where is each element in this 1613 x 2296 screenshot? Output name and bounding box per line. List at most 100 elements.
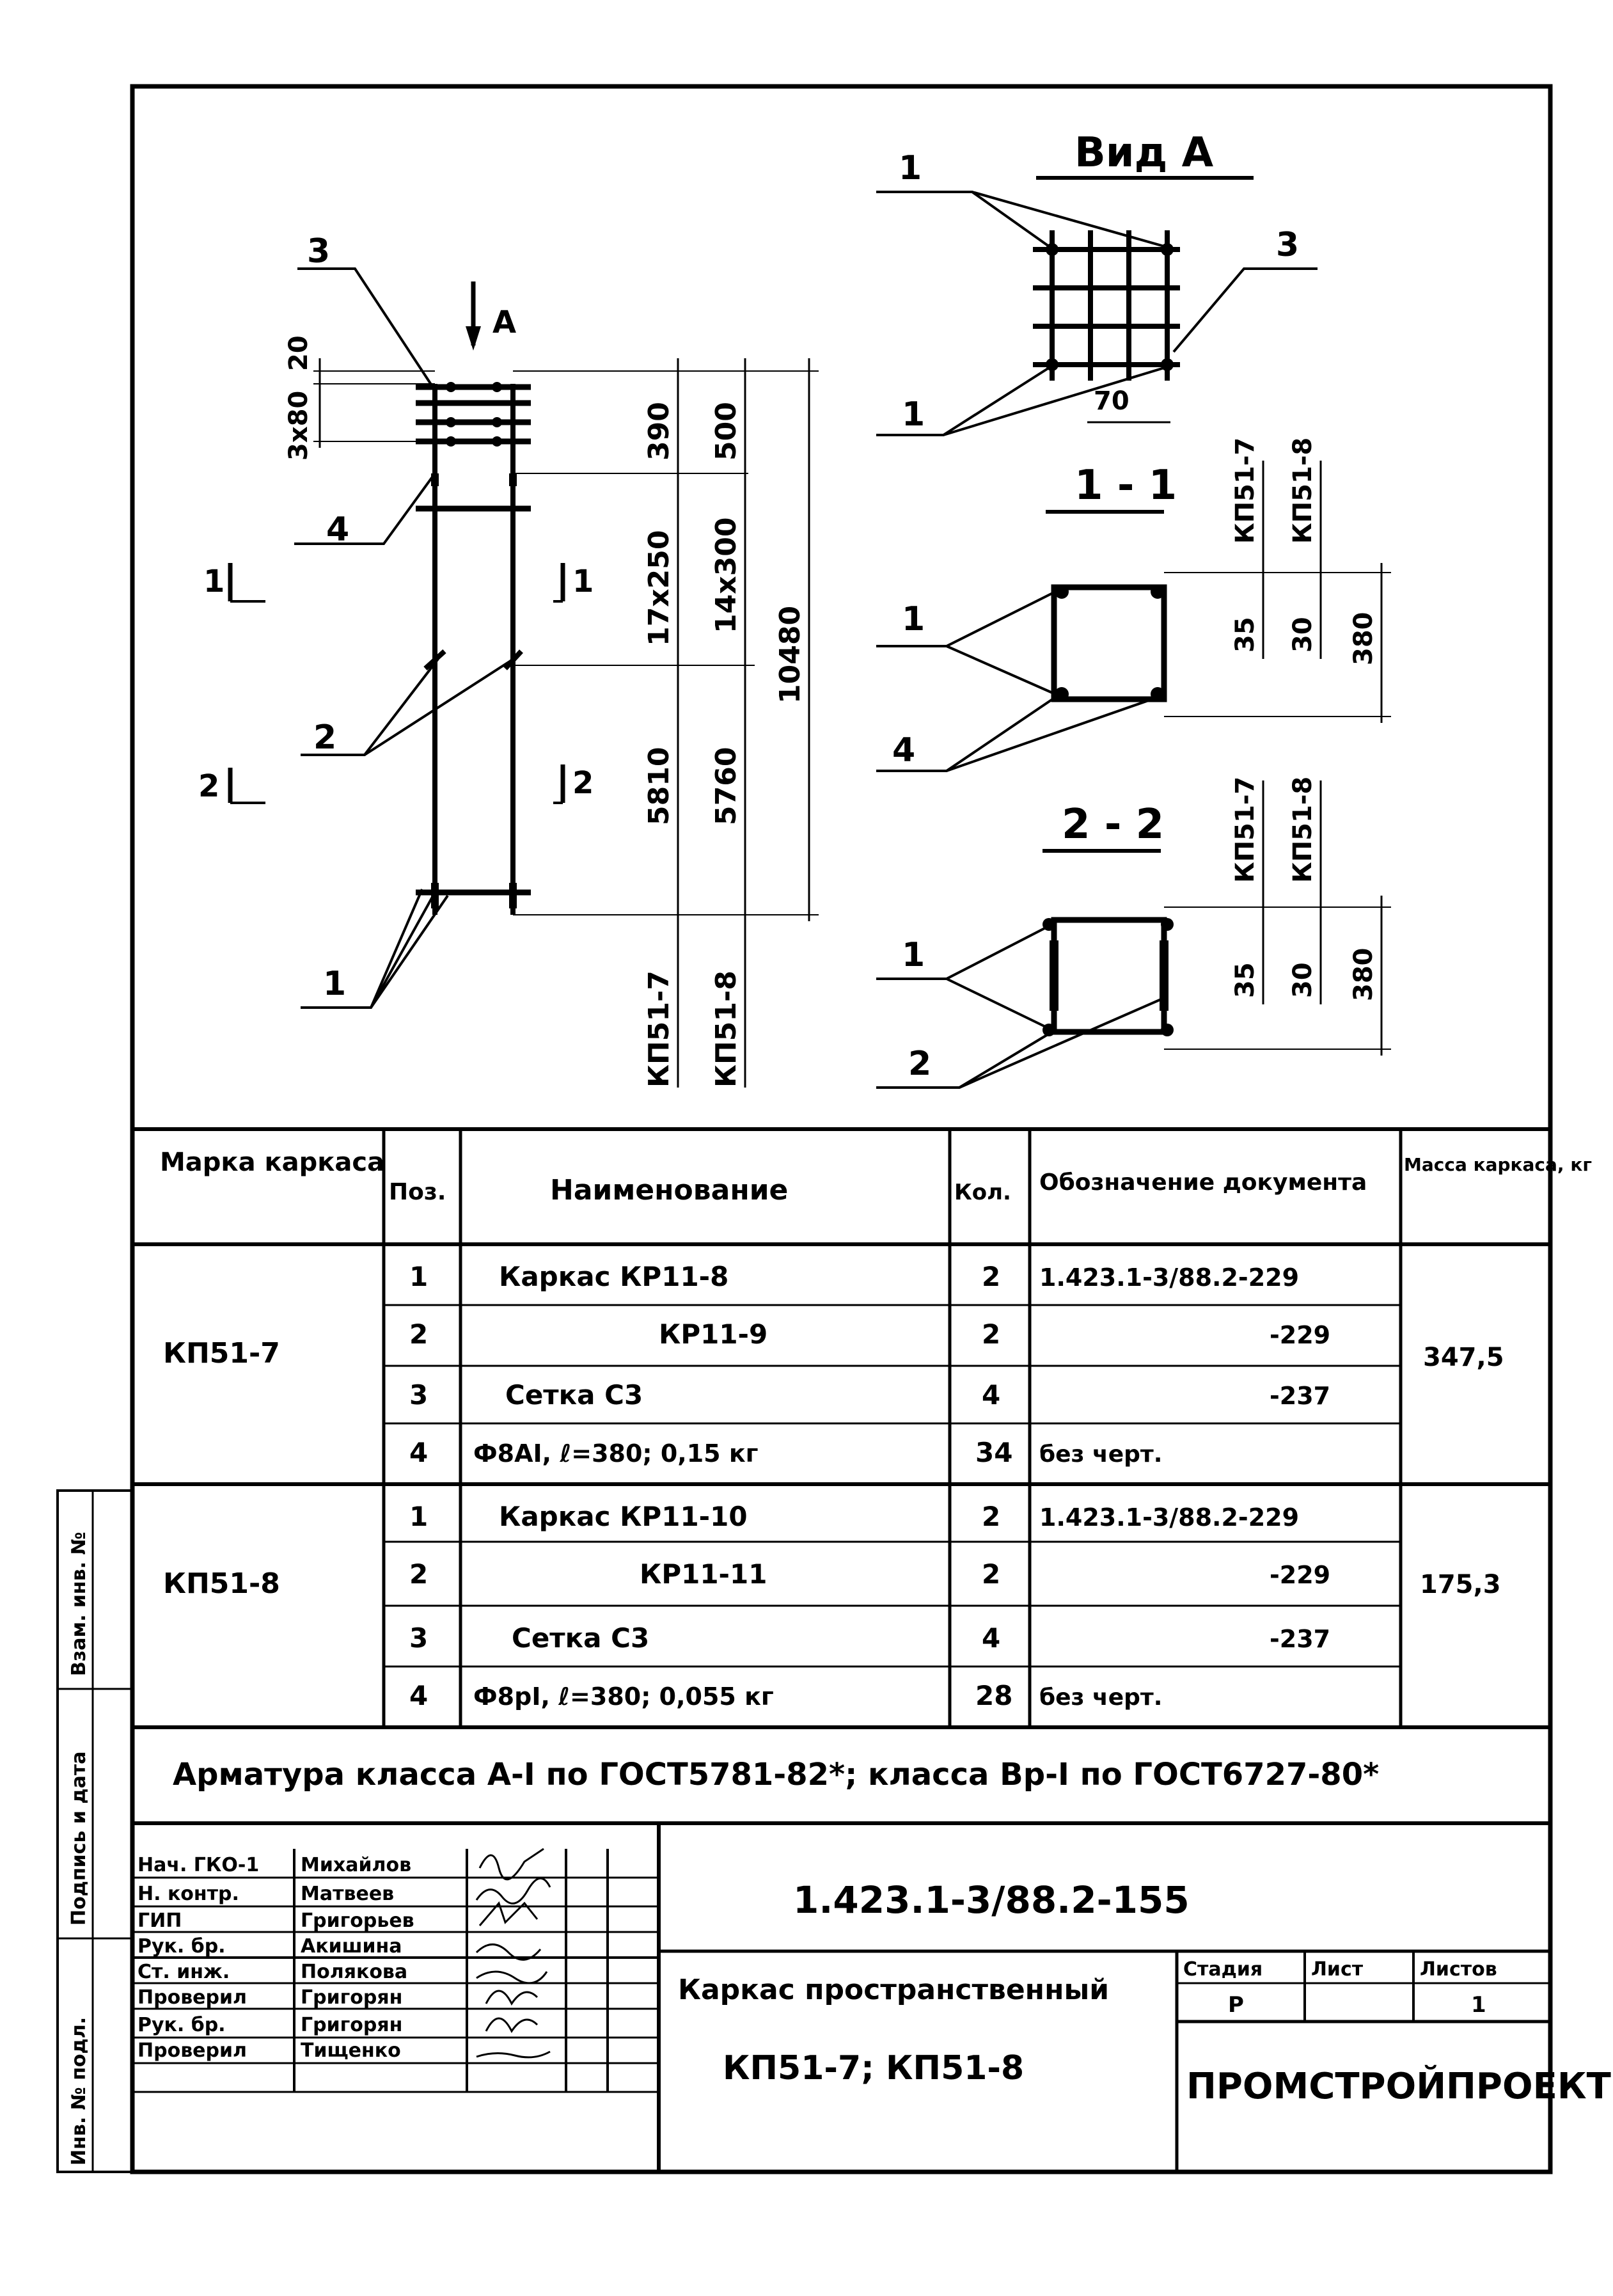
- header-pos: Поз.: [389, 1179, 446, 1205]
- sig-role: Ст. инж.: [138, 1961, 230, 1983]
- row-name: Каркас КР11-8: [499, 1261, 728, 1292]
- dim-5810: 5810: [643, 747, 675, 825]
- dim-3x80: 3x80: [284, 391, 313, 461]
- callout-1-section-2: 1: [902, 936, 925, 974]
- dim-390: 390: [643, 402, 675, 461]
- row-pos: 2: [409, 1558, 428, 1590]
- group-mark-kp51-8: КП51-8: [163, 1567, 280, 1600]
- document-title-line2: КП51-7; КП51-8: [723, 2049, 1024, 2087]
- sig-name: Акишина: [301, 1935, 402, 1958]
- callout-2-section-2: 2: [908, 1045, 931, 1083]
- sheets-label: Листов: [1420, 1958, 1497, 1981]
- row-pos: 1: [409, 1501, 428, 1532]
- elevation-view: А 3 4 2 1 1 1 2 2 20 3x80: [198, 232, 819, 1088]
- row-doc: -229: [1270, 1561, 1330, 1589]
- side-inv-orig: Инв. № подл.: [68, 2017, 90, 2165]
- mark-kp51-8-section-1: КП51-8: [1288, 438, 1318, 544]
- callout-1-view-a-top: 1: [899, 149, 922, 187]
- callout-4-section-1: 4: [892, 731, 915, 770]
- side-inv-replace: Взам. инв. №: [68, 1532, 90, 1676]
- section-2-2: 2 - 2 1 2 КП51-7 КП51-8 35 30 380: [876, 777, 1391, 1089]
- row-name: Ф8АI, ℓ=380; 0,15 кг: [473, 1439, 758, 1468]
- row-qty: 2: [982, 1558, 1000, 1590]
- section-1-1-title: 1 - 1: [1074, 462, 1177, 509]
- handwritten-signatures: [475, 1848, 551, 2059]
- sig-name: Григорян: [301, 2014, 402, 2036]
- dim-500: 500: [710, 402, 743, 461]
- stage-value: Р: [1228, 1992, 1244, 2018]
- group-mark-kp51-7: КП51-7: [163, 1337, 280, 1370]
- mark-kp51-7-section-2: КП51-7: [1231, 777, 1260, 883]
- sig-role: ГИП: [138, 1910, 182, 1932]
- row-qty: 2: [982, 1501, 1000, 1532]
- header-qty: Кол.: [954, 1180, 1011, 1205]
- view-arrow-label: А: [492, 305, 516, 340]
- organization-name: ПРОМСТРОЙПРОЕКТ: [1186, 2065, 1611, 2107]
- group-mass-kp51-7: 347,5: [1423, 1343, 1504, 1372]
- callout-1-elevation: 1: [323, 965, 346, 1003]
- row-name: Ф8рI, ℓ=380; 0,055 кг: [473, 1682, 774, 1711]
- sig-name: Тищенко: [301, 2039, 401, 2062]
- row-doc: -237: [1270, 1382, 1330, 1410]
- header-mark: Марка каркаса: [160, 1148, 384, 1177]
- side-sign-date: Подпись и дата: [68, 1752, 90, 1926]
- row-doc: без черт.: [1039, 1441, 1162, 1468]
- dim-5760: 5760: [710, 747, 743, 825]
- sig-name: Григорьев: [301, 1910, 414, 1932]
- callout-3-elevation: 3: [307, 232, 330, 271]
- specification-table: Марка каркаса Поз. Наименование Кол. Обо…: [132, 1127, 1592, 1729]
- section-mark-2-left: 2: [198, 768, 219, 804]
- sig-role: Проверил: [138, 2039, 247, 2062]
- row-name: Сетка С3: [512, 1622, 649, 1654]
- view-a: Вид А 1 3 1 70: [876, 129, 1318, 436]
- row-qty: 28: [975, 1680, 1012, 1711]
- row-name: Сетка С3: [505, 1379, 643, 1411]
- row-doc: без черт.: [1039, 1684, 1162, 1711]
- row-pos: 4: [409, 1437, 428, 1468]
- row-doc: 1.423.1-3/88.2-229: [1039, 1263, 1299, 1292]
- row-pos: 2: [409, 1318, 428, 1350]
- row-pos: 1: [409, 1261, 428, 1292]
- row-qty: 2: [982, 1318, 1000, 1350]
- row-qty: 4: [982, 1622, 1000, 1654]
- view-a-title: Вид А: [1074, 129, 1214, 177]
- dim-30-section-1: 30: [1288, 617, 1318, 653]
- dim-20: 20: [284, 335, 313, 371]
- stage-label: Стадия: [1183, 1958, 1263, 1981]
- section-mark-1-right: 1: [572, 564, 594, 599]
- row-pos: 3: [409, 1622, 428, 1654]
- sig-role: Рук. бр.: [138, 2014, 226, 2036]
- sheets-value: 1: [1471, 1992, 1486, 2018]
- mark-kp51-8-section-2: КП51-8: [1288, 777, 1318, 883]
- mark-kp51-7-elevation: КП51-7: [643, 970, 675, 1088]
- dim-35-section-2: 35: [1231, 962, 1260, 998]
- callout-3-view-a: 3: [1276, 226, 1299, 264]
- callout-2-elevation: 2: [313, 718, 336, 757]
- header-name: Наименование: [550, 1174, 788, 1207]
- section-mark-2-right: 2: [572, 765, 594, 801]
- header-mass: Масса каркаса, кг: [1404, 1154, 1592, 1175]
- row-name: КР11-11: [640, 1558, 767, 1590]
- callout-1-view-a-bottom: 1: [902, 395, 925, 434]
- sig-name: Михайлов: [301, 1854, 411, 1876]
- sheet-label: Лист: [1311, 1958, 1364, 1981]
- reinforcement-note: Арматура класса А-I по ГОСТ5781-82*; кла…: [173, 1757, 1379, 1793]
- section-mark-1-left: 1: [203, 564, 224, 599]
- dim-30-section-2: 30: [1288, 962, 1318, 998]
- side-stamp: Взам. инв. № Подпись и дата Инв. № подл.: [56, 1489, 134, 2173]
- dim-17x250: 17x250: [643, 530, 675, 646]
- header-doc: Обозначение документа: [1039, 1169, 1367, 1196]
- title-block: Нач. ГКО-1 Михайлов Н. контр. Матвеев ГИ…: [132, 1823, 1611, 2172]
- dim-35-section-1: 35: [1231, 617, 1260, 653]
- row-name: Каркас КР11-10: [499, 1501, 748, 1532]
- row-doc: 1.423.1-3/88.2-229: [1039, 1503, 1299, 1532]
- row-pos: 3: [409, 1379, 428, 1411]
- section-2-2-title: 2 - 2: [1062, 801, 1164, 848]
- sig-role: Проверил: [138, 1986, 247, 2009]
- sig-name: Григорян: [301, 1986, 402, 2009]
- dim-380-section-2: 380: [1349, 948, 1378, 1002]
- row-qty: 4: [982, 1379, 1000, 1411]
- section-1-1: 1 - 1 1 4 КП51-7 КП51-8 35 30 380: [876, 438, 1391, 772]
- dim-10480: 10480: [774, 606, 806, 704]
